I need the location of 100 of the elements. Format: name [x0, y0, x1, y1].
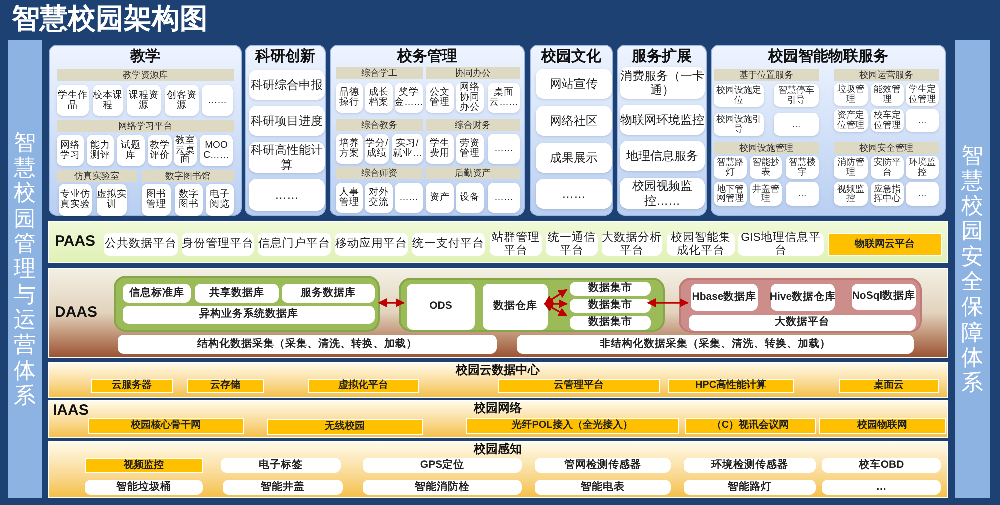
- data-tile: …: [822, 480, 941, 495]
- module-tile: 校园设施引导: [714, 113, 764, 136]
- category-strip: 综合教务: [336, 119, 423, 131]
- module-tile: 校本课程: [93, 85, 123, 116]
- infrastructure-tile: 无线校园: [267, 419, 423, 435]
- infrastructure-tile: 物联网云平台: [828, 233, 942, 256]
- layer-band: [48, 441, 948, 498]
- module-tile: 课程资源: [127, 85, 161, 116]
- infrastructure-tile: 云服务器: [91, 379, 173, 393]
- module-tile: 视频监控: [834, 182, 868, 206]
- domain-panel: [617, 45, 707, 216]
- module-tile: 教室云桌面: [174, 135, 197, 166]
- module-tile: 环境监控: [906, 156, 939, 179]
- domain-panel: [245, 45, 326, 216]
- module-tile: 人事管理: [336, 183, 363, 213]
- category-strip: 教学资源库: [57, 69, 234, 81]
- data-tile: 大数据平台: [689, 315, 916, 331]
- layer-label: IAAS: [53, 402, 89, 420]
- domain-panel: [711, 45, 946, 216]
- module-tile: 试题库: [117, 135, 145, 166]
- panel-heading: 科研创新: [254, 47, 316, 67]
- module-tile: 智慧楼宇: [786, 156, 819, 179]
- data-tile: 结构化数据采集（采集、清洗、转换、加载）: [118, 335, 497, 354]
- platform-tile: 信息门户平台: [258, 233, 331, 256]
- domain-panel: [530, 45, 613, 216]
- domain-panel: [330, 45, 525, 216]
- module-tile: 校园设施定位: [714, 84, 764, 107]
- platform-tile: 身份管理平台: [182, 233, 254, 256]
- data-tile: 电子标签: [221, 458, 341, 473]
- category-strip: 综合师资: [336, 167, 423, 179]
- infrastructure-tile: 云管理平台: [498, 379, 660, 393]
- module-tile: 安防平台: [871, 156, 904, 179]
- module-tile: 智慧停车引导: [774, 84, 819, 107]
- module-tile: 虚拟实训: [97, 184, 127, 216]
- module-tile: 网络协同办公: [456, 83, 484, 113]
- band-heading: 校园云数据中心: [456, 363, 540, 378]
- module-tile: …: [906, 109, 939, 132]
- module-tile: MOOC……: [200, 135, 233, 166]
- module-tile: 专业仿真实验: [59, 184, 92, 216]
- module-tile: 学生作品: [57, 85, 89, 116]
- infrastructure-tile: 桌面云: [839, 379, 939, 393]
- data-tile: 非结构化数据采集（采集、清洗、转换、加载）: [517, 335, 914, 354]
- service-tile: 消费服务（一卡通）: [620, 67, 705, 99]
- platform-tile: 大数据分析平台: [602, 233, 662, 256]
- module-tile: 创客资源: [165, 85, 199, 116]
- layer-band: [48, 221, 948, 263]
- band-heading: 校园感知: [474, 442, 522, 457]
- data-tile: 数据集市: [570, 316, 651, 330]
- arrow: [647, 298, 689, 308]
- side-band: 智慧校园安全保障体系: [955, 40, 990, 498]
- diagram-title: 智慧校园架构图: [12, 2, 208, 36]
- module-tile: 学生定位管理: [906, 83, 939, 106]
- infrastructure-tile: 校园核心骨干网: [88, 418, 244, 434]
- module-tile: 资产定位管理: [834, 109, 868, 132]
- band-heading: 校园网络: [474, 401, 522, 416]
- data-group: [679, 278, 922, 333]
- layer-label: DAAS: [55, 302, 98, 323]
- layer-band: [48, 362, 948, 398]
- data-group: [114, 276, 380, 332]
- data-tile: 环境检测传感器: [684, 458, 816, 473]
- category-strip: 校园设施管理: [714, 142, 819, 154]
- module-tile: 能效管理: [871, 83, 904, 106]
- infrastructure-tile: 视频监控: [85, 458, 203, 473]
- arrow: [378, 298, 405, 308]
- module-tile: 智能抄表: [750, 156, 782, 179]
- category-strip: 后勤资产: [426, 167, 520, 179]
- module-tile: ……: [488, 134, 520, 164]
- service-tile: 网络社区: [536, 106, 612, 136]
- infrastructure-tile: 云存储: [187, 379, 264, 393]
- data-tile: 数据集市: [570, 282, 651, 296]
- arrow: [544, 289, 568, 305]
- panel-heading: 校园文化: [540, 47, 602, 67]
- arrow: [544, 303, 568, 317]
- platform-tile: 公共数据平台: [104, 233, 178, 256]
- category-strip: 协同办公: [426, 67, 520, 79]
- module-tile: 实习/就业…: [392, 134, 423, 164]
- module-tile: 公文管理: [426, 83, 454, 113]
- platform-tile: 统一通信平台: [546, 233, 598, 256]
- panel-heading: 教学: [129, 47, 162, 67]
- module-tile: 教学评价: [148, 135, 172, 166]
- panel-heading: 校园智能物联服务: [767, 47, 890, 67]
- module-tile: 垃圾管理: [834, 83, 868, 106]
- module-tile: 培养方案: [336, 134, 363, 164]
- service-tile: 地理信息服务: [620, 141, 705, 171]
- data-tile: 智能消防栓: [363, 480, 522, 495]
- data-tile: 服务数据库: [282, 284, 375, 303]
- service-tile: 网站宣传: [536, 69, 612, 99]
- data-tile: 智能路灯: [684, 480, 816, 495]
- data-tile: 校车OBD: [822, 458, 941, 473]
- module-tile: …: [774, 113, 819, 136]
- module-tile: 应急指挥中心: [871, 182, 904, 206]
- platform-tile: 站群管理平台: [490, 233, 542, 256]
- module-tile: 校车定位管理: [871, 109, 904, 132]
- module-tile: 电子阅览: [206, 184, 234, 216]
- category-strip: 校园安全管理: [834, 142, 939, 154]
- platform-tile: 移动应用平台: [335, 233, 408, 256]
- platform-tile: 校园智能集成化平台: [667, 233, 735, 256]
- data-tile: 数据仓库: [483, 284, 548, 330]
- infrastructure-tile: 虚拟化平台: [308, 379, 419, 393]
- data-tile: 管网检测传感器: [535, 458, 671, 473]
